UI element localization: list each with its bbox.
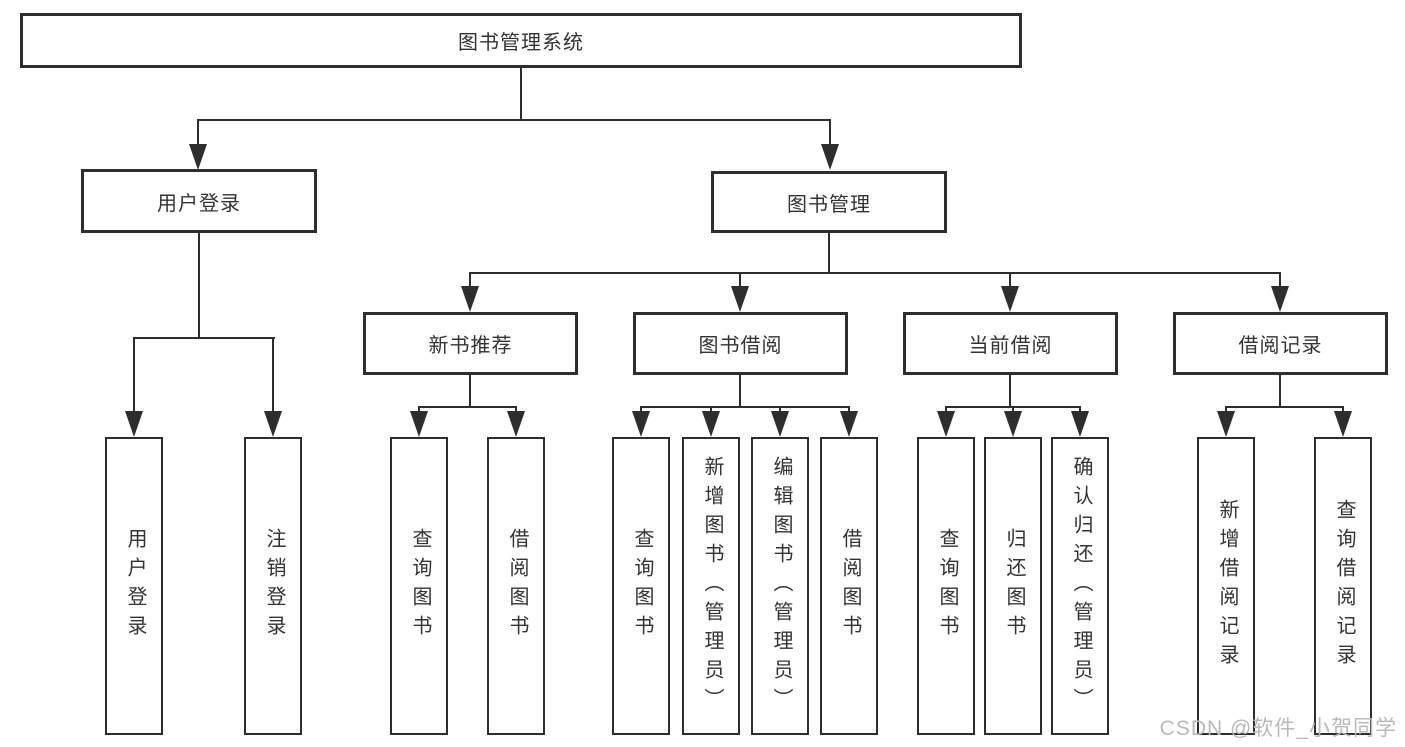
node-user-login: 用户登录 [81, 169, 317, 233]
leaf-recommend-borrow-books: 借阅图书 [487, 437, 545, 735]
connector-drop [848, 406, 850, 411]
connector-drop [133, 337, 135, 411]
connector-stem [469, 375, 471, 406]
connector-stem [198, 233, 200, 337]
leaf-current-confirm-return-admin: 确认归还（管理员） [1051, 437, 1109, 735]
node-new-book-recommend: 新书推荐 [363, 312, 578, 375]
leaf-recommend-query-books: 查询图书 [390, 437, 448, 735]
leaf-records-query-borrow-record: 查询借阅记录 [1314, 437, 1372, 735]
connector-drop [272, 337, 274, 411]
connector-stem [520, 68, 522, 119]
leaf-logout: 注销登录 [244, 437, 302, 735]
connector-rail [133, 337, 275, 339]
node-book-management: 图书管理 [711, 171, 947, 233]
connector-drop [829, 119, 831, 144]
arrowhead-icon [1001, 286, 1019, 312]
arrowhead-icon [731, 286, 749, 312]
arrowhead-icon [1217, 411, 1235, 437]
connector-drop [1012, 406, 1014, 411]
node-library-system: 图书管理系统 [20, 13, 1022, 68]
connector-drop [515, 406, 517, 411]
leaf-borrow-add-books-admin: 新增图书（管理员） [682, 437, 740, 735]
node-current-borrow: 当前借阅 [903, 312, 1118, 375]
arrowhead-icon [1334, 411, 1352, 437]
connector-drop [710, 406, 712, 411]
arrowhead-icon [840, 411, 858, 437]
arrowhead-icon [507, 411, 525, 437]
connector-drop [1079, 406, 1081, 411]
connector-drop [1342, 406, 1344, 411]
arrowhead-icon [189, 144, 207, 170]
connector-drop [779, 406, 781, 411]
connector-stem [828, 233, 830, 272]
arrowhead-icon [410, 411, 428, 437]
connector-rail [418, 406, 517, 408]
arrowhead-icon [1271, 286, 1289, 312]
leaf-borrow-borrow-books: 借阅图书 [820, 437, 878, 735]
arrowhead-icon [937, 411, 955, 437]
connector-stem [739, 375, 741, 406]
arrowhead-icon [461, 286, 479, 312]
arrowhead-icon [1071, 411, 1089, 437]
connector-stem [1009, 375, 1011, 406]
leaf-borrow-edit-books-admin: 编辑图书（管理员） [751, 437, 809, 735]
connector-drop [197, 119, 199, 144]
leaf-current-return-books: 归还图书 [984, 437, 1042, 735]
leaf-borrow-query-books: 查询图书 [612, 437, 670, 735]
arrowhead-icon [264, 411, 282, 437]
arrowhead-icon [821, 144, 839, 170]
arrowhead-icon [1004, 411, 1022, 437]
node-book-borrow: 图书借阅 [633, 312, 848, 375]
leaf-user-login: 用户登录 [105, 437, 163, 735]
arrowhead-icon [702, 411, 720, 437]
arrowhead-icon [632, 411, 650, 437]
connector-drop [418, 406, 420, 411]
connector-drop [1225, 406, 1227, 411]
connector-drop [739, 272, 741, 286]
connector-rail [197, 119, 831, 121]
connector-drop [640, 406, 642, 411]
connector-drop [1009, 272, 1011, 286]
leaf-records-add-borrow-record: 新增借阅记录 [1197, 437, 1255, 735]
arrowhead-icon [125, 411, 143, 437]
connector-rail [1225, 406, 1344, 408]
arrowhead-icon [771, 411, 789, 437]
node-borrow-records: 借阅记录 [1173, 312, 1388, 375]
connector-rail [640, 406, 850, 408]
connector-rail [469, 272, 1281, 274]
leaf-current-query-books: 查询图书 [917, 437, 975, 735]
connector-drop [469, 272, 471, 286]
connector-drop [1279, 272, 1281, 286]
connector-stem [1279, 375, 1281, 406]
csdn-watermark: CSDN @软件_小贺同学 [1159, 717, 1397, 740]
connector-drop [945, 406, 947, 411]
